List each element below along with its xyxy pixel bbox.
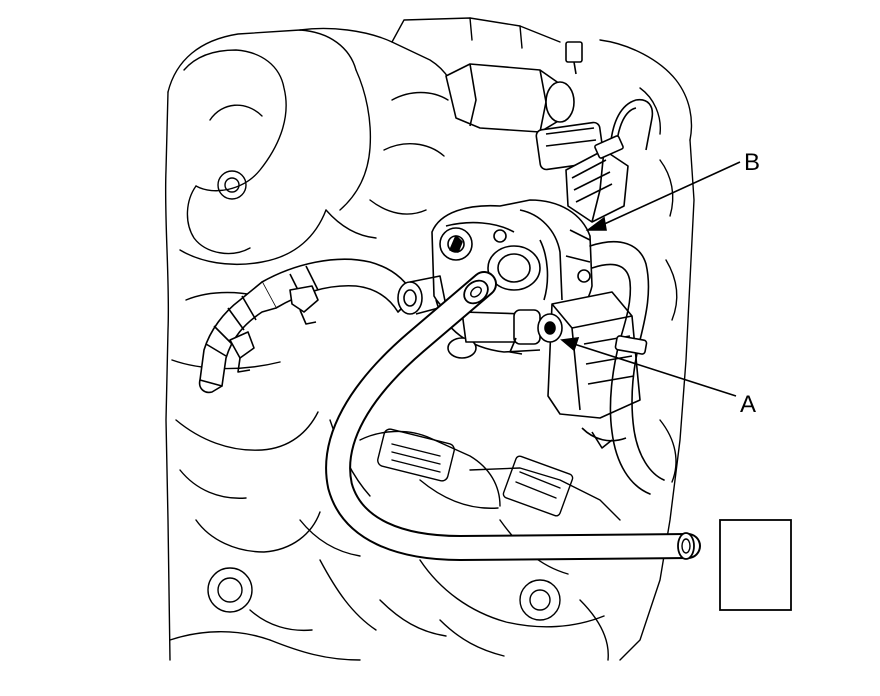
arrowhead-a <box>560 337 580 352</box>
leader-line-a <box>573 343 737 397</box>
right-hose <box>589 240 665 495</box>
canister-box <box>547 291 641 449</box>
arrowhead-b <box>585 216 607 231</box>
callout-label-b: B <box>744 149 760 176</box>
leader-lines <box>560 161 741 397</box>
hose-a <box>461 309 563 355</box>
leader-line-b <box>599 161 741 227</box>
upper-component <box>445 41 654 171</box>
left-hose <box>198 258 447 394</box>
main-tube <box>325 271 701 561</box>
electrical-connector <box>565 135 629 223</box>
callout-label-a: A <box>740 391 756 418</box>
legend-box <box>719 519 792 611</box>
